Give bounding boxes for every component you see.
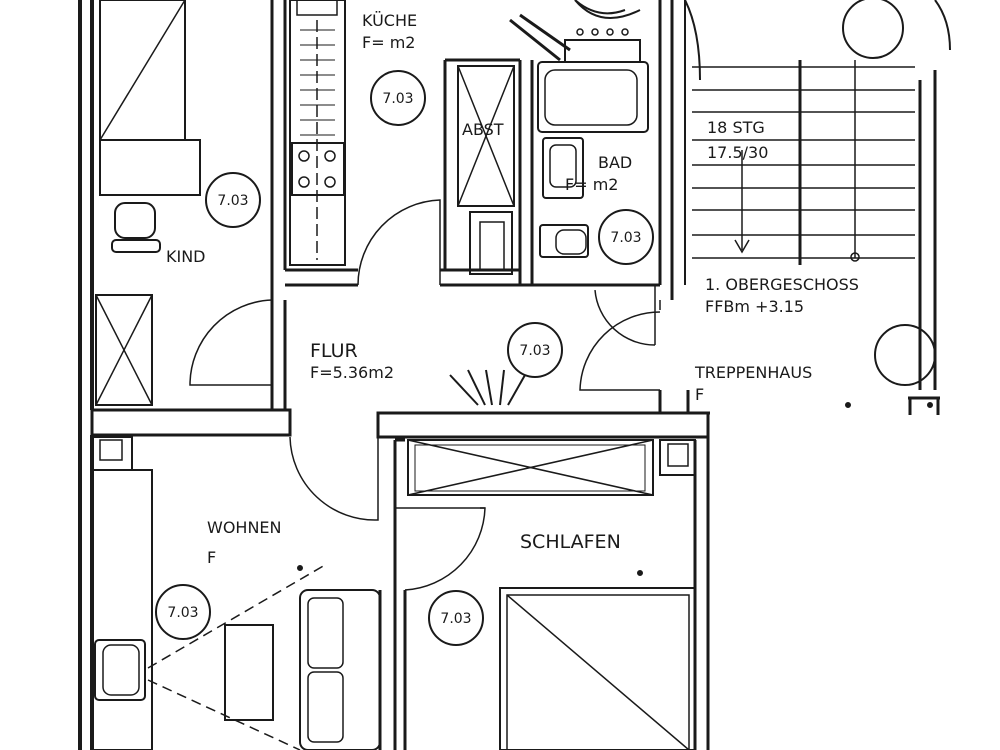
markers — [155, 70, 654, 646]
coat-rack — [449, 369, 526, 406]
wall-wohnen-schlafen — [91, 436, 710, 750]
room-name-wohnen: WOHNEN — [207, 518, 282, 537]
sofa — [299, 589, 381, 750]
marker-label: 7.03 — [382, 91, 413, 107]
level-name: 1. OBERGESCHOSS — [705, 275, 859, 294]
marker-label: 7.03 — [519, 343, 550, 359]
tv — [94, 564, 326, 750]
wall-treppenhaus — [658, 0, 951, 415]
room-name-kind: KIND — [166, 247, 206, 266]
treppenhaus-door — [579, 300, 661, 391]
abst-closet — [457, 65, 515, 275]
interior-wall-middle — [90, 408, 710, 439]
wall-kind-kueche — [270, 0, 287, 410]
wohnen-cabinet — [91, 469, 153, 750]
marker-label: 7.03 — [167, 605, 198, 621]
schlafen-wardrobe — [407, 439, 654, 496]
room-name-kueche: KÜCHE — [362, 11, 417, 30]
room-name-schlafen: SCHLAFEN — [520, 531, 621, 553]
room-name-treppenhaus: TREPPENHAUS — [694, 363, 812, 382]
exterior-wall-left — [78, 0, 94, 750]
stairs-rise-run: 17.5/30 — [707, 143, 768, 162]
staircase — [692, 0, 936, 386]
kitchen-counter — [289, 0, 346, 266]
room-name-abst: ABST — [462, 120, 504, 139]
marker-label: 7.03 — [610, 230, 641, 246]
room-area-wohnen: F — [207, 548, 216, 567]
room-area-flur: F=5.36m2 — [310, 363, 394, 382]
room-name-bad: BAD — [598, 153, 632, 172]
level-ffb: FFBm +3.15 — [705, 297, 804, 316]
room-name-flur: FLUR — [310, 340, 358, 362]
bad-door — [594, 285, 656, 346]
room-area-treppenhaus: F — [695, 385, 704, 404]
wall-kueche-bottom — [285, 268, 660, 287]
toilet — [539, 224, 589, 258]
flur-doors — [189, 199, 486, 591]
washbasin — [542, 137, 584, 199]
schlafen-bed — [499, 587, 696, 750]
wall-bad — [443, 13, 571, 285]
room-area-bad: F= m2 — [565, 175, 618, 194]
kind-wardrobe — [95, 294, 153, 406]
room-area-kueche: F= m2 — [362, 33, 415, 52]
kind-chair — [111, 202, 161, 253]
coffee-table — [224, 624, 274, 721]
kind-bed — [99, 0, 201, 196]
marker-label: 7.03 — [217, 193, 248, 209]
stairs-steps: 18 STG — [707, 118, 765, 137]
marker-label: 7.03 — [440, 611, 471, 627]
bathtub — [537, 0, 649, 133]
